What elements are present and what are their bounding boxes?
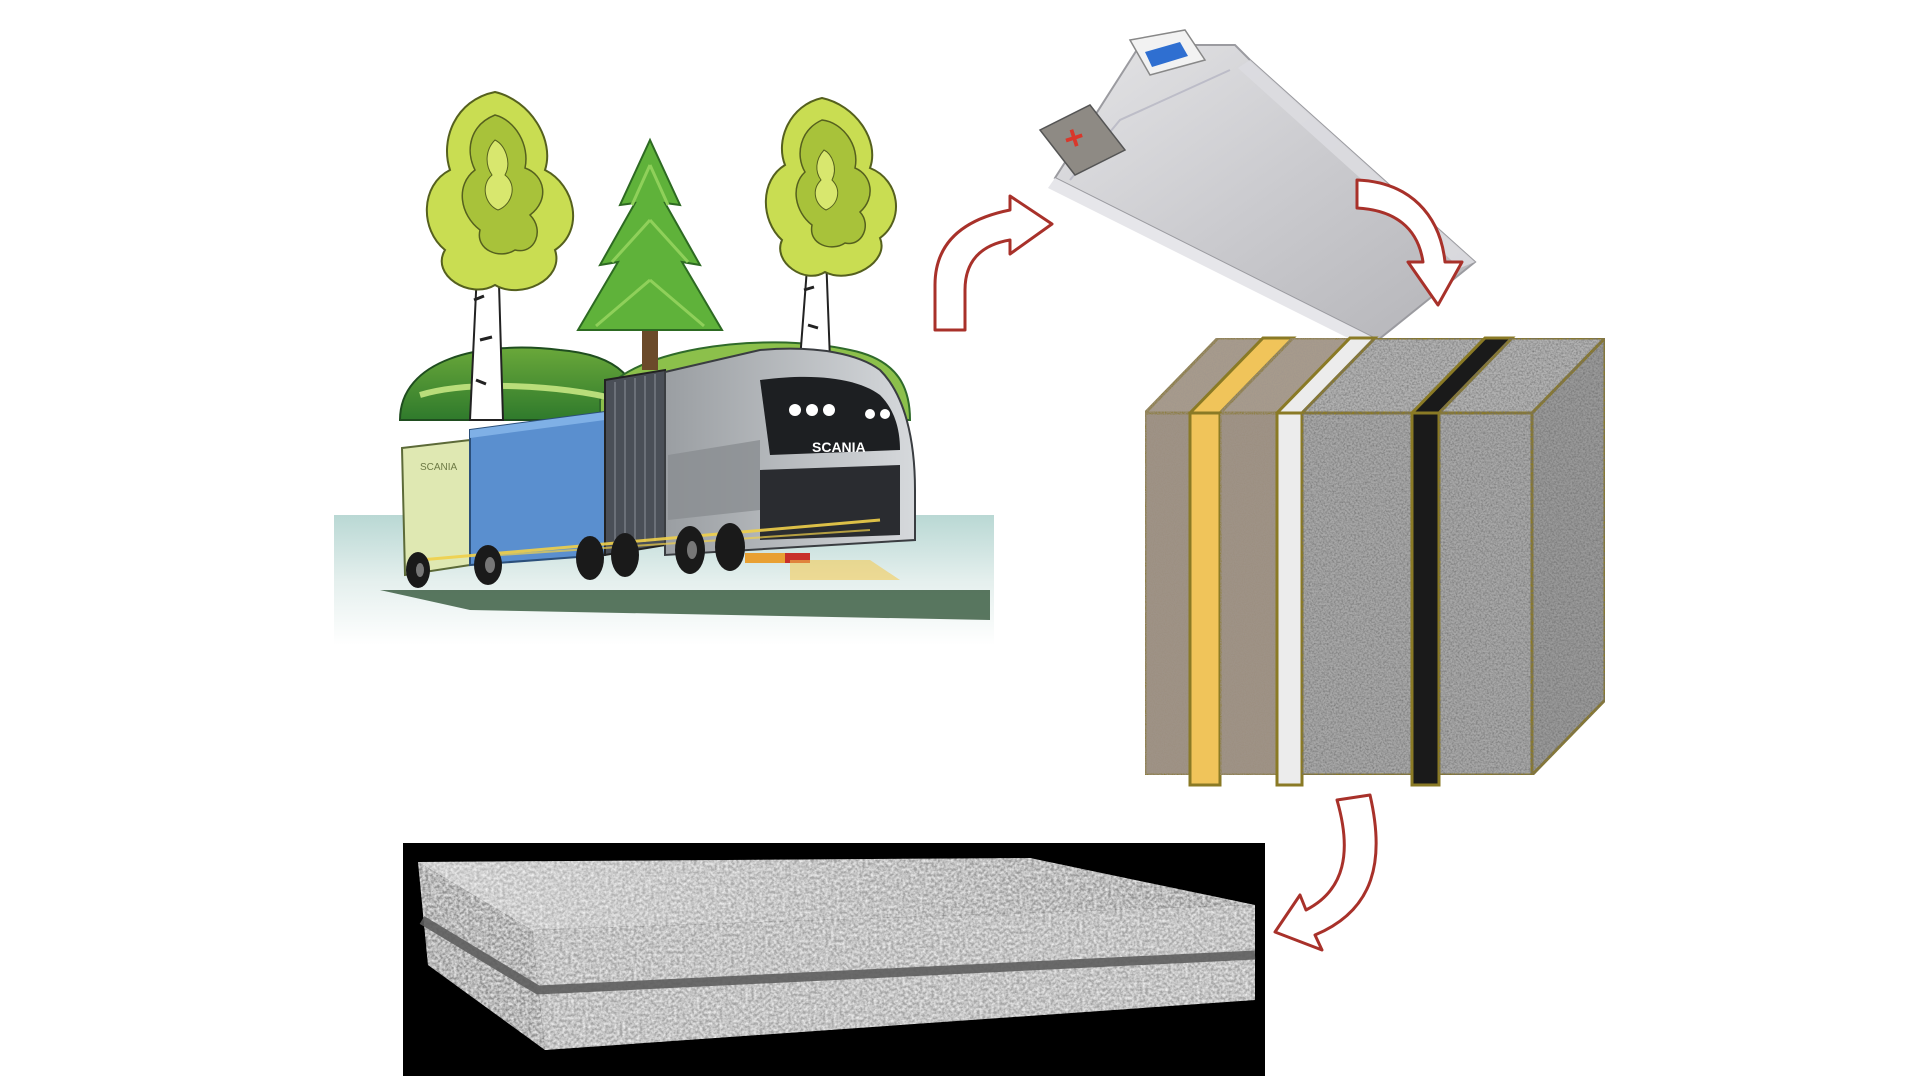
battery-cell: + [1038, 29, 1477, 350]
headlight [880, 409, 890, 419]
headlight [789, 404, 801, 416]
road [380, 590, 990, 620]
headlight [823, 404, 835, 416]
headlight [806, 404, 818, 416]
anode-layer-2 [1218, 411, 1279, 777]
cathode-layer [1300, 411, 1414, 777]
slab-separator-line [419, 916, 1256, 995]
bumper-light [745, 553, 785, 563]
birch-tree-right [764, 96, 897, 361]
birch-tree-left [425, 90, 574, 421]
negative-tab-marker [1145, 42, 1188, 67]
arrow-truck-to-cell [933, 194, 1054, 332]
headlight [865, 409, 875, 419]
current-collector-2 [1410, 411, 1441, 787]
spruce-tree [576, 137, 724, 370]
tomography-slab [403, 843, 1265, 1076]
truck-scene: SCANIA SCANIA [334, 90, 994, 645]
cathode-layer-2 [1437, 411, 1534, 777]
slab-top-surface [418, 858, 1255, 930]
truck: SCANIA SCANIA [400, 347, 916, 588]
slab-front-face [532, 905, 1255, 1050]
arrow-layers-to-slab [1273, 793, 1378, 952]
light-beam [790, 560, 900, 580]
truck-brand-text: SCANIA [812, 439, 866, 455]
separator-layer [1275, 411, 1304, 787]
positive-tab [1038, 104, 1127, 176]
bumper-light [785, 553, 810, 563]
trailer-brand-text: SCANIA [420, 462, 458, 473]
wheels [406, 523, 745, 588]
windshield [760, 376, 900, 455]
arrow-cell-to-layers [1355, 178, 1464, 307]
layer-stack [1141, 334, 1609, 787]
current-collector-1 [1188, 411, 1222, 787]
